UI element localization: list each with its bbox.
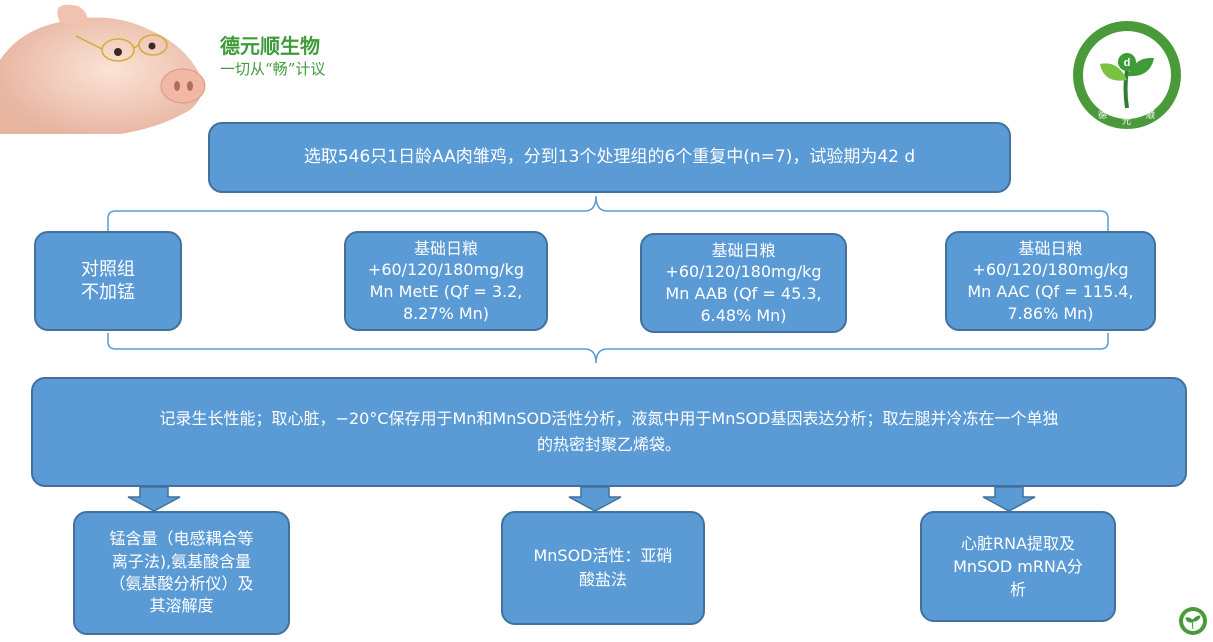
analysis-line: 心脏RNA提取及	[960, 533, 1076, 553]
group-line: 8.27% Mn)	[402, 303, 490, 323]
analysis-line: 析	[1009, 580, 1026, 600]
group-line: Mn MetE (Qf = 3.2,	[369, 282, 523, 301]
procedure-line-1: 记录生长性能；取心脏，−20°C保存用于Mn和MnSOD活性分析，液氮中用于Mn…	[159, 409, 1059, 429]
group-box-mn-aac: 基础日粮 +60/120/180mg/kg Mn AAC (Qf = 115.4…	[945, 231, 1156, 331]
corner-logo-icon	[1179, 607, 1207, 635]
analysis-box-mn-content: 锰含量（电感耦合等 离子法),氨基酸含量 （氨基酸分析仪）及 其溶解度	[73, 511, 290, 635]
sampling-procedure-box: 记录生长性能；取心脏，−20°C保存用于Mn和MnSOD活性分析，液氮中用于Mn…	[31, 377, 1187, 487]
group-line: +60/120/180mg/kg	[367, 260, 525, 280]
study-design-box: 选取546只1日龄AA肉雏鸡，分到13个处理组的6个重复中(n=7)，试验期为4…	[208, 122, 1011, 193]
study-design-text: 选取546只1日龄AA肉雏鸡，分到13个处理组的6个重复中(n=7)，试验期为4…	[303, 147, 916, 168]
group-line: 6.48% Mn)	[700, 305, 787, 325]
group-line: 基础日粮	[1018, 238, 1083, 258]
group-line: 基础日粮	[711, 240, 776, 260]
logo-char-2: 元	[1122, 117, 1131, 127]
group-line: 不加锰	[81, 282, 135, 303]
group-box-control: 对照组 不加锰	[34, 231, 182, 331]
group-line: 基础日粮	[413, 238, 478, 258]
group-line: +60/120/180mg/kg	[972, 260, 1129, 280]
group-box-mn-mete: 基础日粮 +60/120/180mg/kg Mn MetE (Qf = 3.2,…	[344, 231, 548, 331]
analysis-line: MnSOD mRNA分	[953, 556, 1083, 576]
analysis-box-mnsod-activity: MnSOD活性：亚硝 酸盐法	[501, 511, 705, 625]
logo-char-1: 德	[1098, 109, 1107, 121]
analysis-line: 其溶解度	[149, 596, 214, 616]
group-line: +60/120/180mg/kg	[665, 262, 822, 282]
brand-name: 德元顺生物	[220, 34, 320, 58]
svg-text:d: d	[1124, 57, 1131, 69]
analysis-line: 酸盐法	[578, 570, 627, 589]
group-box-mn-aab: 基础日粮 +60/120/180mg/kg Mn AAB (Qf = 45.3,…	[640, 233, 847, 333]
analysis-line: 离子法),氨基酸含量	[111, 551, 252, 571]
arrow-down-1	[127, 486, 181, 512]
analysis-line: MnSOD活性：亚硝	[533, 546, 673, 565]
analysis-line: （氨基酸分析仪）及	[109, 574, 254, 593]
group-line: Mn AAC (Qf = 115.4,	[967, 282, 1134, 301]
procedure-line-2: 的热密封聚乙烯袋。	[536, 435, 681, 454]
analysis-line: 锰含量（电感耦合等	[109, 529, 254, 549]
company-logo: Bio-Technology d 德 元 顺	[1073, 21, 1181, 129]
analysis-box-mrna: 心脏RNA提取及 MnSOD mRNA分 析	[920, 511, 1116, 622]
group-line: Mn AAB (Qf = 45.3,	[665, 284, 822, 303]
arrow-down-3	[982, 486, 1036, 512]
pig-illustration	[0, 4, 206, 134]
group-line: 对照组	[81, 258, 135, 280]
group-line: 7.86% Mn)	[1007, 303, 1094, 323]
brand-slogan: 一切从“畅”计议	[220, 60, 326, 78]
logo-char-3: 顺	[1146, 110, 1155, 121]
arrow-down-2	[568, 486, 622, 512]
